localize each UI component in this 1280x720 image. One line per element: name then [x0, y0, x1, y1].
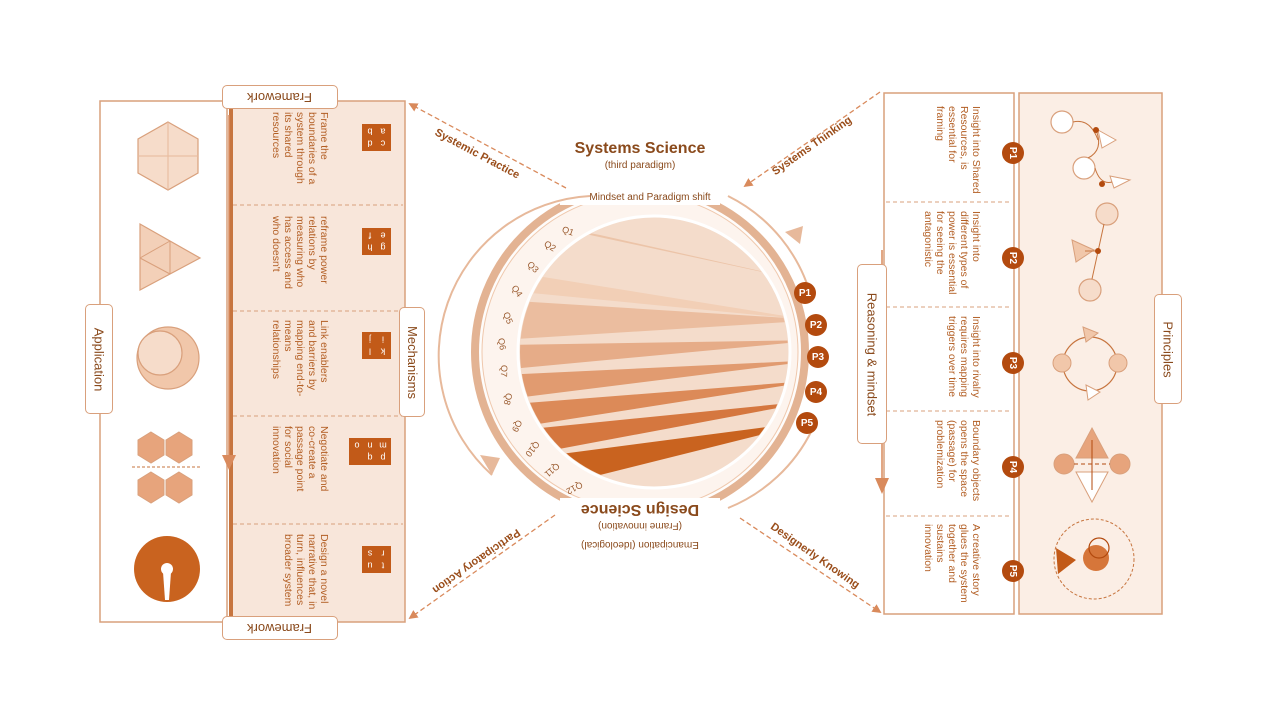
mechanism-letter: p — [377, 451, 389, 464]
mechanism-text: Link enablers and barriers by mapping en… — [270, 320, 330, 397]
mechanism-letter: c — [377, 137, 389, 150]
p-badge[interactable]: P3 — [807, 346, 829, 368]
mechanism-letter: n — [364, 439, 376, 452]
mechanism-text: reframe power relations by measuring who… — [270, 216, 330, 289]
mechanism-letter: j — [364, 333, 376, 346]
mechanism-text: Design a novel narrative that, in turn, … — [282, 534, 330, 610]
mechanism-letter: l — [364, 345, 376, 358]
design-science-subtitle: (Frame innovation) — [598, 520, 682, 531]
mechanisms-tab[interactable]: Mechanisms — [399, 307, 425, 417]
mechanism-letter: i — [377, 333, 389, 346]
application-tab-label: Application — [91, 327, 107, 391]
p-badge[interactable]: P2 — [805, 314, 827, 336]
mechanism-letter: t — [377, 559, 389, 572]
mechanisms-tab-label: Mechanisms — [404, 325, 420, 399]
principles-tab-label: Principles — [1160, 320, 1176, 378]
mindset-caption: Mindset and Paradigm shift — [589, 192, 711, 203]
keyhole-disc-icon — [134, 536, 200, 602]
design-science-title: Design Science — [580, 501, 700, 518]
principle-text: Insight into different types of power is… — [922, 211, 982, 295]
power-network-icon — [1071, 202, 1119, 302]
principle-text: Boundary objects opens the space (passag… — [934, 420, 982, 502]
mechanism-letter: r — [377, 547, 389, 560]
mechanism-letter: s — [364, 547, 376, 560]
triangle-icon — [139, 222, 202, 291]
mechanism-letter: a — [377, 125, 389, 138]
q-label: Q7 — [498, 364, 510, 378]
systems-science-block: Systems Science (third paradigm) — [560, 140, 720, 171]
principle-badge[interactable]: P4 — [1002, 456, 1024, 478]
principle-text: Insight into rivalry requires mapping tr… — [946, 316, 982, 398]
mechanism-letter: g — [377, 241, 389, 254]
p-badge[interactable]: P1 — [794, 282, 816, 304]
principle-text: Insight into Shared Resources, is essent… — [934, 106, 982, 194]
mechanism-letter: k — [377, 345, 389, 358]
principles-tab[interactable]: Principles — [1154, 294, 1182, 404]
reasoning-tab-label: Reasoning & mindset — [864, 292, 880, 416]
principles-frame — [1018, 92, 1163, 615]
mechanism-letter: e — [377, 229, 389, 242]
boundary-object-icon — [1053, 426, 1131, 504]
framework-tab-top-label: Framework — [247, 89, 313, 105]
systems-science-subtitle: (third paradigm) — [604, 160, 676, 171]
p-badge[interactable]: P4 — [805, 381, 827, 403]
design-science-block: Emancipation (Ideological) (Frame innova… — [560, 500, 720, 550]
mechanism-letter: h — [364, 241, 376, 254]
rivalry-cycle-icon — [1052, 326, 1128, 401]
principle-badge[interactable]: P2 — [1002, 247, 1024, 269]
principle-badge[interactable]: P5 — [1002, 560, 1024, 582]
mechanism-letter: b — [364, 125, 376, 138]
reasoning-tab[interactable]: Reasoning & mindset — [857, 264, 887, 444]
framework-tab-bottom-label: Framework — [247, 620, 313, 636]
circle-icon — [136, 326, 200, 390]
mechanism-letter: o — [351, 439, 363, 452]
mechanisms-frame — [230, 100, 406, 623]
p-badge[interactable]: P5 — [796, 412, 818, 434]
mechanism-letter: f — [364, 229, 376, 242]
framework-tab-bottom[interactable]: Framework — [222, 616, 338, 640]
mechanism-text: Frame the boundaries of a system through… — [270, 112, 330, 185]
hexagon-cluster-icon — [132, 431, 200, 504]
mechanism-letter: u — [364, 559, 376, 572]
application-tab[interactable]: Application — [85, 304, 113, 414]
q-label: Q6 — [496, 337, 508, 351]
emancipation-caption: Emancipation (Ideological) — [581, 539, 699, 550]
mechanism-letter: m — [377, 439, 389, 452]
shared-resource-network-icon — [1050, 110, 1132, 189]
mechanism-letter: d — [364, 137, 376, 150]
principle-badge[interactable]: P3 — [1002, 352, 1024, 374]
principle-text: A creative story glues the system togeth… — [922, 524, 982, 603]
framework-tab-top[interactable]: Framework — [222, 85, 338, 109]
mechanism-letter: q — [364, 451, 376, 464]
creative-story-icon — [1053, 518, 1135, 600]
systems-science-title: Systems Science — [574, 140, 706, 157]
mechanism-text: Negotiate and co-create a passage point … — [270, 426, 330, 492]
principle-badge[interactable]: P1 — [1002, 142, 1024, 164]
